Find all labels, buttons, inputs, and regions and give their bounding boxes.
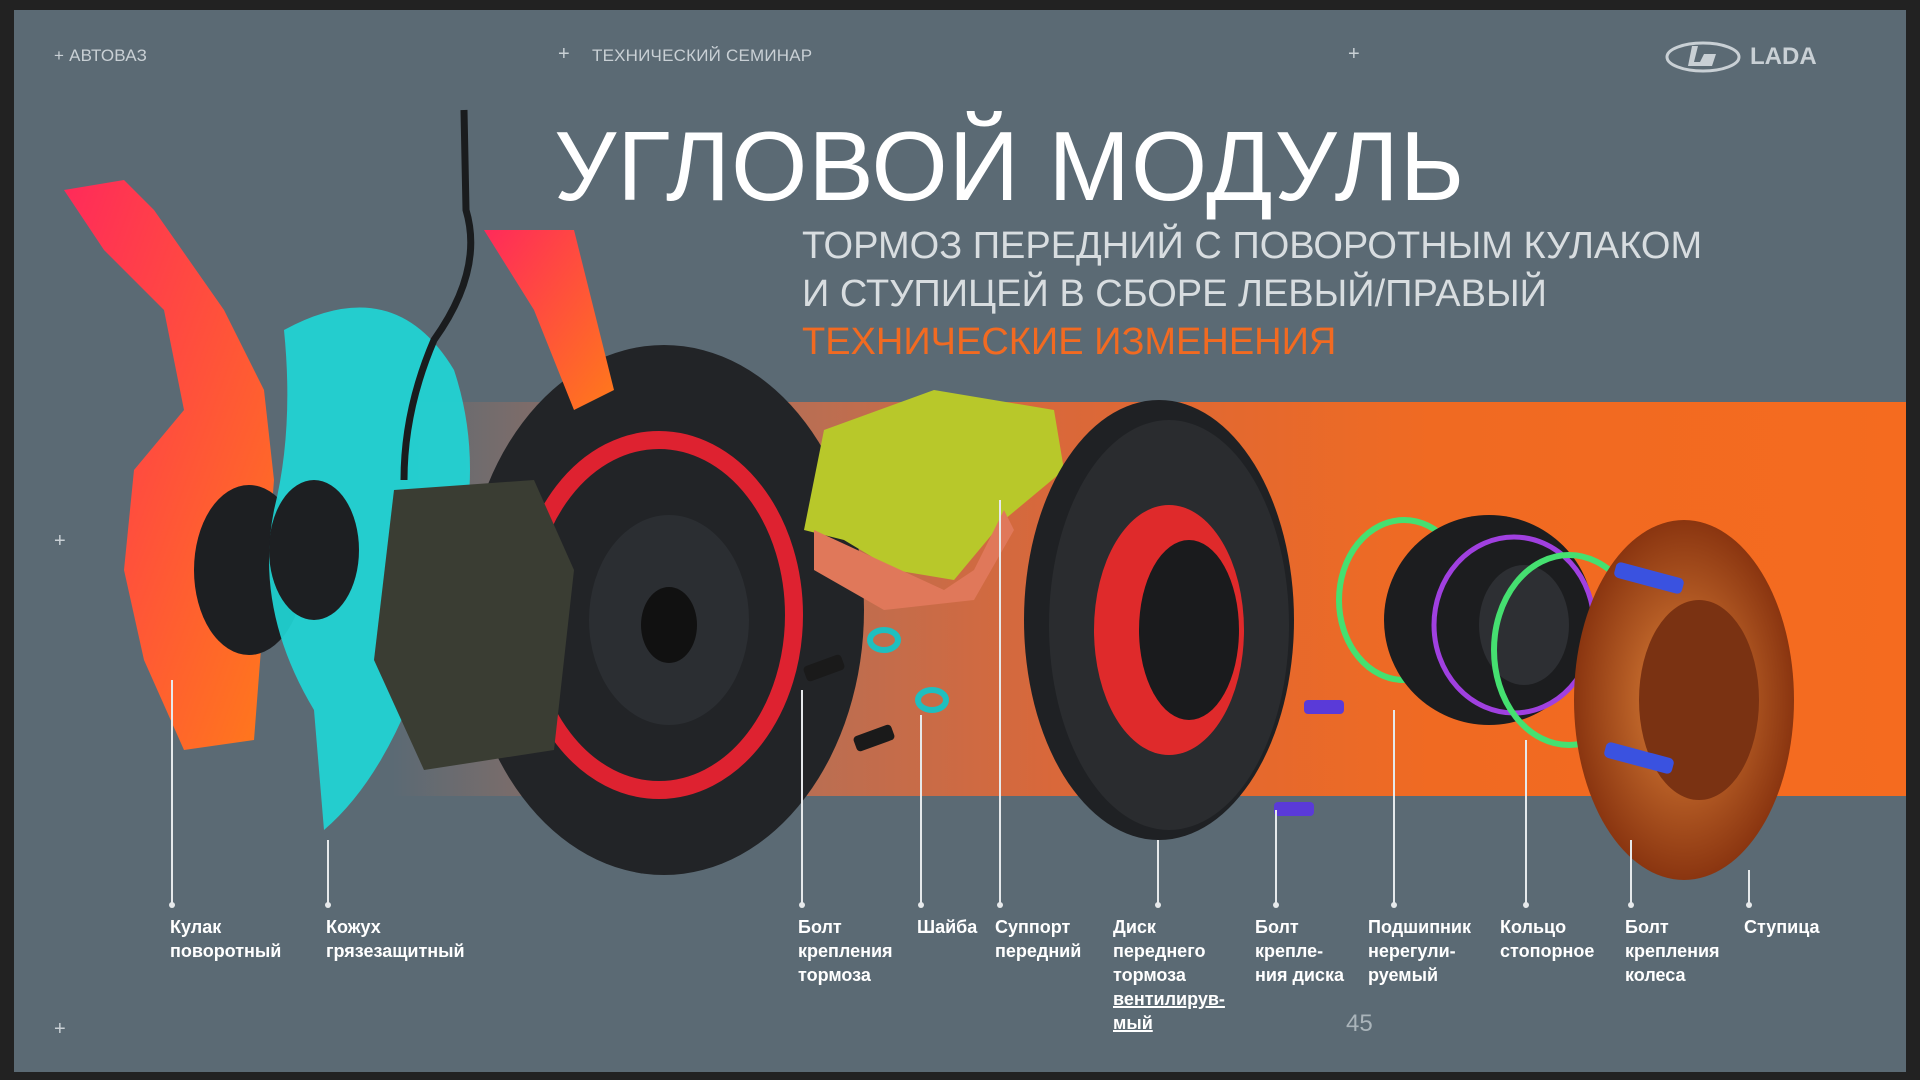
leader-line [169, 680, 175, 908]
leader-line [1746, 870, 1752, 908]
header-left-text: АВТОВАЗ [69, 46, 148, 65]
disc-bolts [1274, 700, 1344, 816]
header-left: + АВТОВАЗ [54, 46, 148, 65]
label-washer: Шайба [917, 917, 978, 937]
subtitle-line-1: ТОРМОЗ ПЕРЕДНИЙ С ПОВОРОТНЫМ КУЛАКОМ [802, 225, 1703, 267]
brand-name: LADA [1750, 43, 1817, 70]
page-title: УГЛОВОЙ МОДУЛЬ [554, 111, 1466, 221]
plus-mark: + [1348, 43, 1360, 65]
leader-line [325, 840, 331, 908]
washers [867, 627, 949, 713]
leader-line [997, 500, 1003, 908]
steering-knuckle [64, 180, 304, 750]
leader-line [1628, 840, 1634, 908]
leader-line [1523, 740, 1529, 908]
underlined-text: вентилирув- [1113, 989, 1225, 1009]
brake-bolts [803, 654, 895, 752]
leader-line [918, 715, 924, 908]
leader-line [799, 690, 805, 908]
plus-mark: + [54, 530, 66, 552]
header-center: ТЕХНИЧЕСКИЙ СЕМИНАР [592, 46, 813, 65]
plus-mark: + [558, 43, 570, 65]
lada-boat-icon [1665, 41, 1741, 73]
leader-line [1273, 810, 1279, 908]
dust-shield [269, 307, 470, 830]
corner-module-illustration [64, 109, 1794, 880]
label-hub: Ступица [1744, 917, 1820, 937]
ventilated-brake-disc [1024, 400, 1294, 840]
page-number: 45 [1346, 1010, 1373, 1037]
plus-mark: + [54, 1018, 66, 1040]
underlined-text: мый [1113, 1013, 1153, 1033]
caliper-assembled [374, 230, 614, 770]
front-caliper [804, 390, 1064, 610]
lada-logo: LADA [1664, 40, 1817, 74]
brake-disc-assembled [464, 345, 864, 875]
slide: + АВТОВАЗ + ТЕХНИЧЕСКИЙ СЕМИНАР + + + LA… [14, 10, 1906, 1072]
subtitle-technical-changes: ТЕХНИЧЕСКИЕ ИЗМЕНЕНИЯ [802, 321, 1337, 363]
bearing [1384, 515, 1597, 725]
wheel-hub [1574, 520, 1794, 880]
leader-line [1391, 710, 1397, 908]
leader-line [1155, 840, 1161, 908]
subtitle-line-2: И СТУПИЦЕЙ В СБОРЕ ЛЕВЫЙ/ПРАВЫЙ [802, 273, 1547, 315]
brake-sensor-wire [400, 109, 475, 481]
